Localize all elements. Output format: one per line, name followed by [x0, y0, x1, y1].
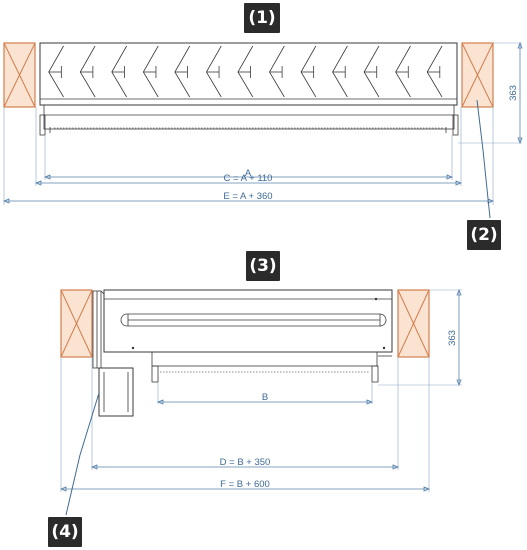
dim-e-label: E = A + 360	[223, 191, 272, 202]
view-label-2: (2)	[467, 220, 501, 250]
left-wall-side	[60, 289, 93, 358]
view-label-3: (3)	[246, 251, 280, 281]
dim-height-top-label: 363	[508, 85, 519, 101]
curtain-unit-top	[39, 42, 459, 136]
connection-duct	[92, 290, 134, 417]
side-view: B D = B + 350 F = B + 600 363	[59, 288, 462, 516]
fan-pattern	[48, 45, 443, 98]
right-wall-side	[397, 289, 430, 358]
curtain-unit-side	[103, 289, 393, 383]
dim-height-side-label: 363	[447, 330, 458, 346]
leader-4	[65, 392, 100, 516]
dim-b-label: B	[262, 392, 268, 403]
right-wall-top	[461, 42, 494, 108]
view-label-4: (4)	[48, 517, 82, 547]
dim-f-label: F = B + 600	[220, 479, 270, 490]
top-view: A C = A + 110 E = A + 360 363	[2, 41, 523, 219]
leader-2	[476, 99, 491, 219]
dim-a-label: A	[245, 168, 252, 179]
view-label-1: (1)	[244, 3, 280, 33]
dim-c-label: C = A + 110	[224, 173, 273, 184]
left-wall-top	[3, 42, 36, 108]
dim-d-label: D = B + 350	[220, 457, 271, 468]
